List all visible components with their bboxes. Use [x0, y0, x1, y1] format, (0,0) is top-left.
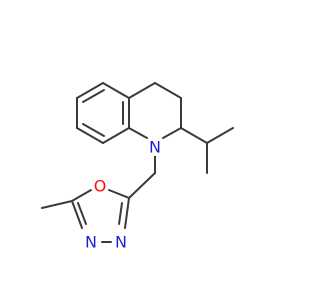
- oxadiazole-ring: [71, 189, 130, 243]
- atom-n4-label: N: [85, 233, 97, 252]
- bond-c4-c3: [154, 82, 182, 99]
- bond-c5-n4: [71, 200, 83, 229]
- bond-n1-c8a: [128, 127, 148, 139]
- tetrahydro-ring: [128, 82, 182, 139]
- bond-c2-o1: [108, 189, 130, 199]
- bond-c2-n1: [162, 127, 182, 139]
- bond-c5-c6: [76, 82, 104, 99]
- bond-c5-n4-double: [77, 202, 87, 225]
- bond-inner-c5-c6: [82, 89, 105, 103]
- bond-ch2-c2-oxadiazole: [128, 172, 156, 199]
- bond-ch-methyl-up: [206, 127, 234, 144]
- bond-n3-c2: [124, 197, 130, 229]
- atom-labels: N O N N: [82, 138, 164, 252]
- bond-c8-c8a: [102, 127, 130, 144]
- bond-inner-c7-c8: [82, 123, 105, 137]
- atom-o1-label: O: [94, 177, 107, 196]
- bond-c4a-c4: [128, 82, 156, 99]
- atom-n1-label: N: [149, 138, 161, 157]
- isopropyl-group: [180, 127, 234, 174]
- molecule-structure: N O N N: [41, 82, 234, 252]
- bond-n3-c2-double: [118, 202, 123, 225]
- bond-c7-c8: [76, 127, 104, 144]
- atom-n3-label: N: [115, 233, 127, 252]
- bond-c2-ch: [180, 127, 208, 144]
- structure-canvas: N O N N: [41, 82, 234, 252]
- bond-c5-methyl: [41, 200, 73, 209]
- bond-c4a-c5: [102, 82, 130, 99]
- bond-o1-c5: [71, 189, 92, 202]
- benzene-ring: [76, 82, 130, 144]
